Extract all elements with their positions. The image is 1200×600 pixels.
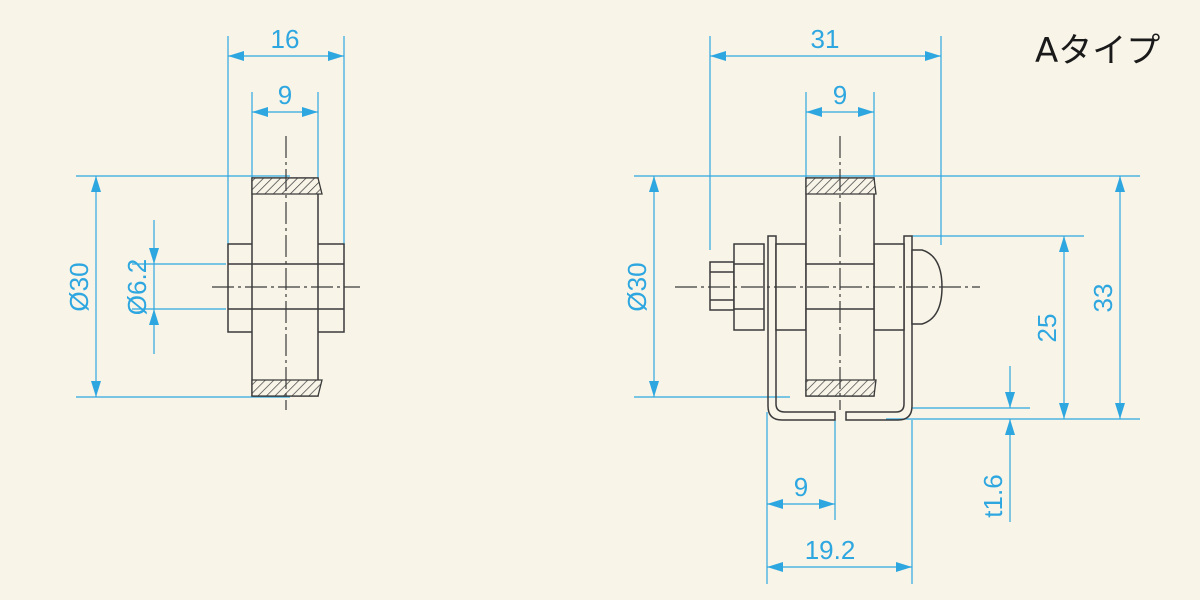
right-view: 31 9 Ø30 25 33 t1.6 9 bbox=[622, 24, 1140, 584]
dim-31-label: 31 bbox=[811, 24, 840, 54]
left-view: 16 9 Ø30 Ø6.2 bbox=[64, 24, 360, 410]
dim-16-label: 16 bbox=[271, 24, 300, 54]
dim-33-label: 33 bbox=[1088, 284, 1118, 313]
dim-9-top-label: 9 bbox=[833, 80, 847, 110]
dim-19-2-label: 19.2 bbox=[805, 535, 856, 565]
dim-9-bottom-label: 9 bbox=[794, 472, 808, 502]
tire-bottom-section bbox=[251, 379, 323, 397]
dim-25-label: 25 bbox=[1032, 314, 1062, 343]
mounting-bracket-right bbox=[845, 235, 913, 421]
tire-top-section bbox=[251, 177, 323, 195]
dim-dia30-label: Ø30 bbox=[64, 262, 94, 311]
dim-dia30-right-label: Ø30 bbox=[622, 262, 652, 311]
mounting-bracket bbox=[767, 235, 836, 421]
dim-9-label: 9 bbox=[278, 80, 292, 110]
title-label: Aタイプ bbox=[1035, 31, 1160, 71]
dim-dia6-2-label: Ø6.2 bbox=[122, 259, 152, 315]
tire-bottom-section-right bbox=[805, 379, 877, 397]
dim-t1-6-label: t1.6 bbox=[978, 474, 1008, 517]
tire-top-section-right bbox=[805, 177, 877, 195]
small-nut bbox=[709, 261, 735, 311]
